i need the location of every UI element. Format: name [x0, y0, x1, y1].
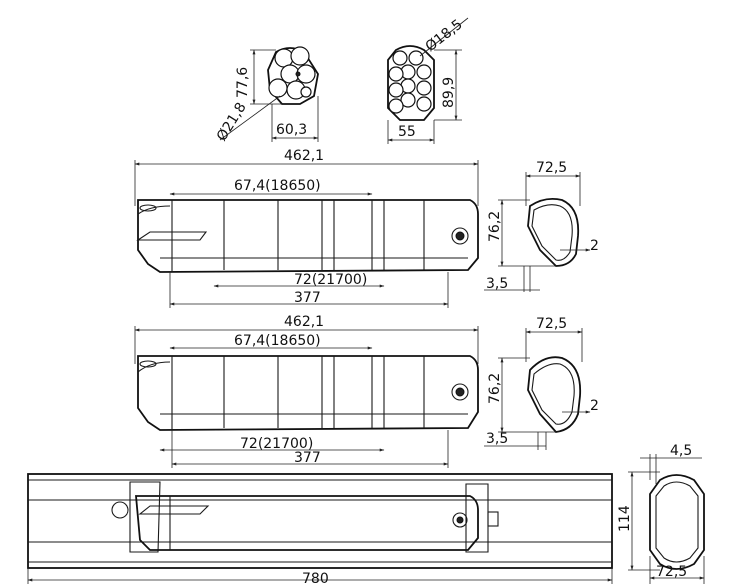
- profile-width-label-1: 72,5: [536, 160, 567, 176]
- rail-height-label: 114: [617, 505, 633, 532]
- frame-rail-view: 780: [27, 473, 613, 587]
- profile-height-label-1: 76,2: [487, 211, 503, 242]
- cell-pack-18650-view: Ø18,5 89,9 55: [387, 17, 469, 144]
- offset-label-1: 3,5: [486, 276, 508, 292]
- offset-label-2: 3,5: [486, 431, 508, 447]
- inner-length-label-1: 377: [294, 290, 321, 306]
- battery-side-view-1: 462,1 67,4(18650) 72(21700) 377: [134, 148, 479, 308]
- cell-length-21700-label-2: 72(21700): [240, 436, 313, 452]
- inner-length-label-2: 377: [294, 450, 321, 466]
- cell-length-21700-label-1: 72(21700): [294, 272, 367, 288]
- profile-height-label-2: 76,2: [487, 373, 503, 404]
- battery-side-view-2: 462,1 67,4(18650) 72(21700) 377: [134, 314, 479, 468]
- pack-width-18650-label: 55: [398, 124, 416, 140]
- profile-width-label-2: 72,5: [536, 316, 567, 332]
- cell-length-18650-label-2: 67,4(18650): [234, 333, 321, 349]
- pack-height-21700-label: 77,6: [235, 67, 251, 98]
- rail-wall-label: 4,5: [670, 443, 692, 459]
- wall-thickness-label-1: 2: [590, 238, 599, 254]
- cell-length-18650-label-1: 67,4(18650): [234, 178, 321, 194]
- wall-thickness-label-2: 2: [590, 398, 599, 414]
- total-length-label-1: 462,1: [284, 148, 324, 164]
- end-profile-view-2: 72,5 76,2 2 3,5: [484, 316, 599, 450]
- rail-end-profile-view: 4,5 114 72,5: [617, 443, 705, 584]
- pack-height-18650-label: 89,9: [441, 77, 457, 108]
- end-profile-view-1: 72,5 76,2 2 3,5: [484, 160, 599, 292]
- rail-width-label: 72,5: [656, 564, 687, 580]
- rail-length-label: 780: [302, 571, 329, 587]
- cell-diameter-18650-label: Ø18,5: [423, 17, 466, 56]
- total-length-label-2: 462,1: [284, 314, 324, 330]
- pack-width-21700-label: 60,3: [276, 122, 307, 138]
- cell-pack-21700-view: 77,6 Ø21,8 60,3: [214, 46, 319, 144]
